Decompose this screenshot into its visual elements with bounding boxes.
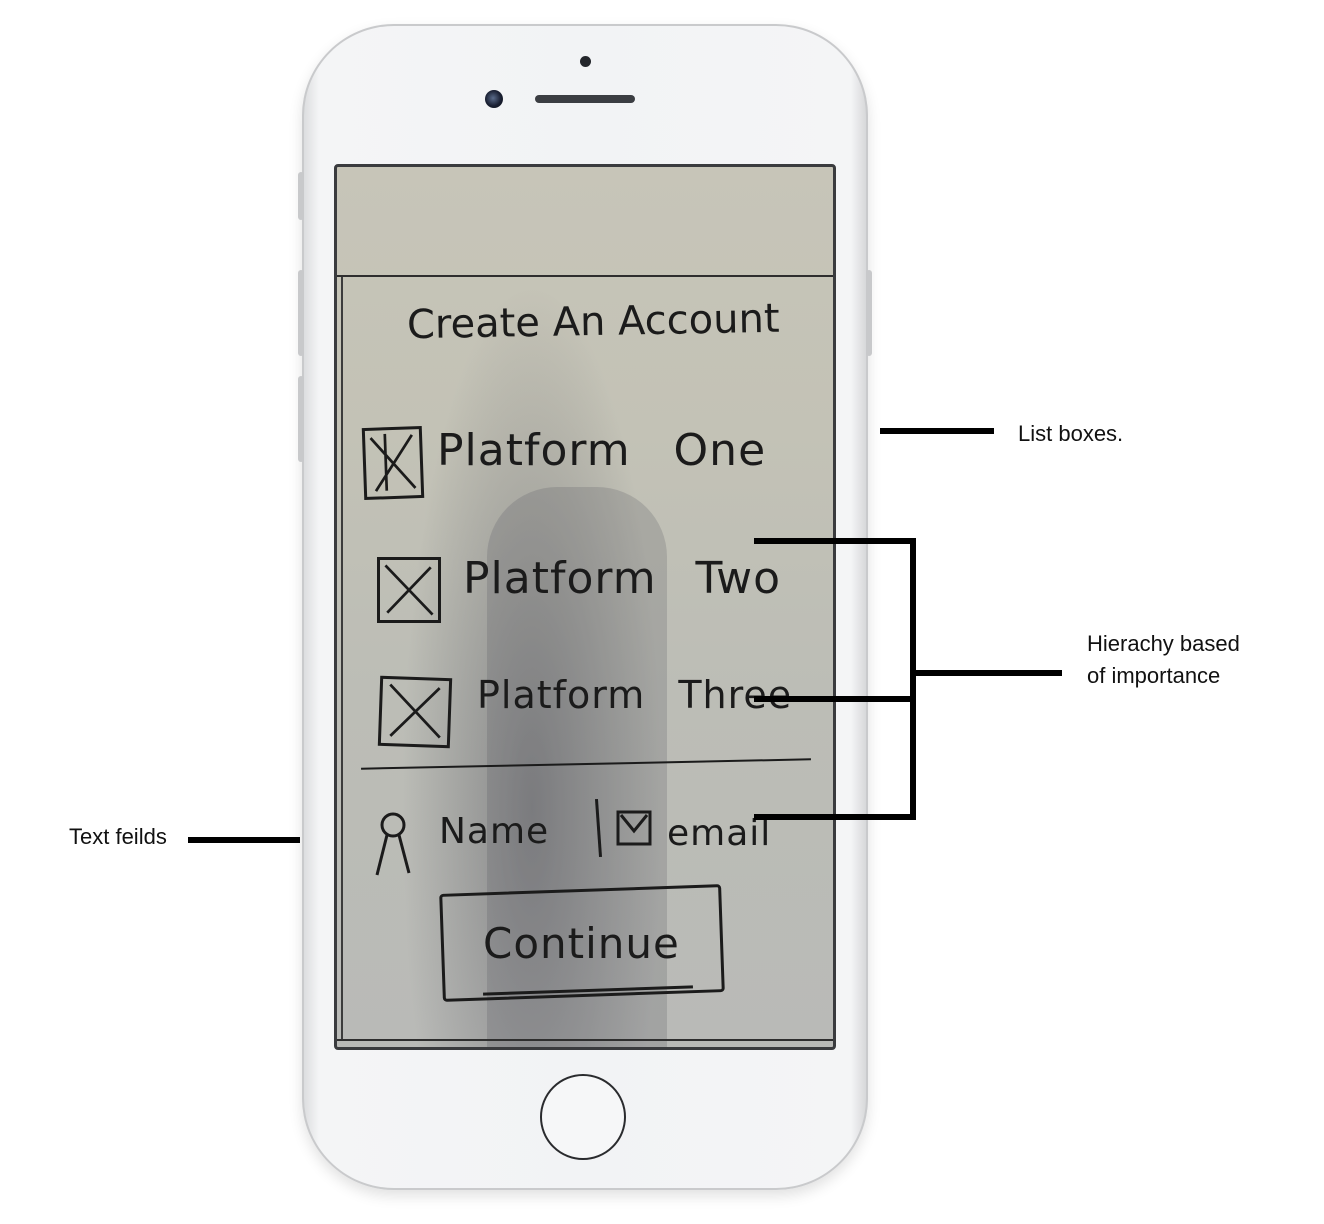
name-field-label[interactable]: Name [439,811,550,852]
option-label-platform-one: Platform One [437,425,767,476]
power-button [866,270,872,356]
email-field-label[interactable]: email [667,813,772,854]
checked-box-icon[interactable] [361,425,425,501]
sketch-title: Create An Account [406,295,780,349]
list-boxes-pointer [880,428,994,434]
checked-box-icon[interactable] [377,557,441,623]
continue-button-label: Continue [483,919,680,968]
hierarchy-bracket-bottom [754,814,916,820]
front-camera-icon [485,90,503,108]
option-label-platform-three: Platform Three [477,673,793,717]
home-button[interactable] [540,1074,626,1160]
phone-screen: Create An Account Platform One Platform … [334,164,836,1050]
proximity-sensor [580,56,591,67]
hierarchy-bracket-top [754,538,916,544]
hierarchy-bracket-spine [910,538,916,820]
hierarchy-annotation-line1: Hierachy based [1087,631,1240,656]
paper-edge-bottom [337,1039,833,1041]
text-fields-annotation: Text feilds [69,824,167,849]
volume-down-button [298,376,304,462]
hand-shadow [487,487,667,1047]
hierarchy-bracket-middle [754,696,916,702]
paper-edge-left [341,277,343,1039]
checked-box-icon[interactable] [377,675,453,749]
list-boxes-annotation: List boxes. [1018,421,1124,446]
hierarchy-annotation-line2: of importance [1087,663,1221,688]
earpiece-speaker [535,95,635,103]
hierarchy-pointer [916,670,1062,676]
volume-up-button [298,270,304,356]
text-fields-pointer [188,837,300,843]
option-label-platform-two: Platform Two [463,553,782,604]
envelope-icon [615,809,653,847]
person-icon [373,811,413,877]
paper-edge-top [337,275,833,277]
mute-switch [298,172,304,220]
